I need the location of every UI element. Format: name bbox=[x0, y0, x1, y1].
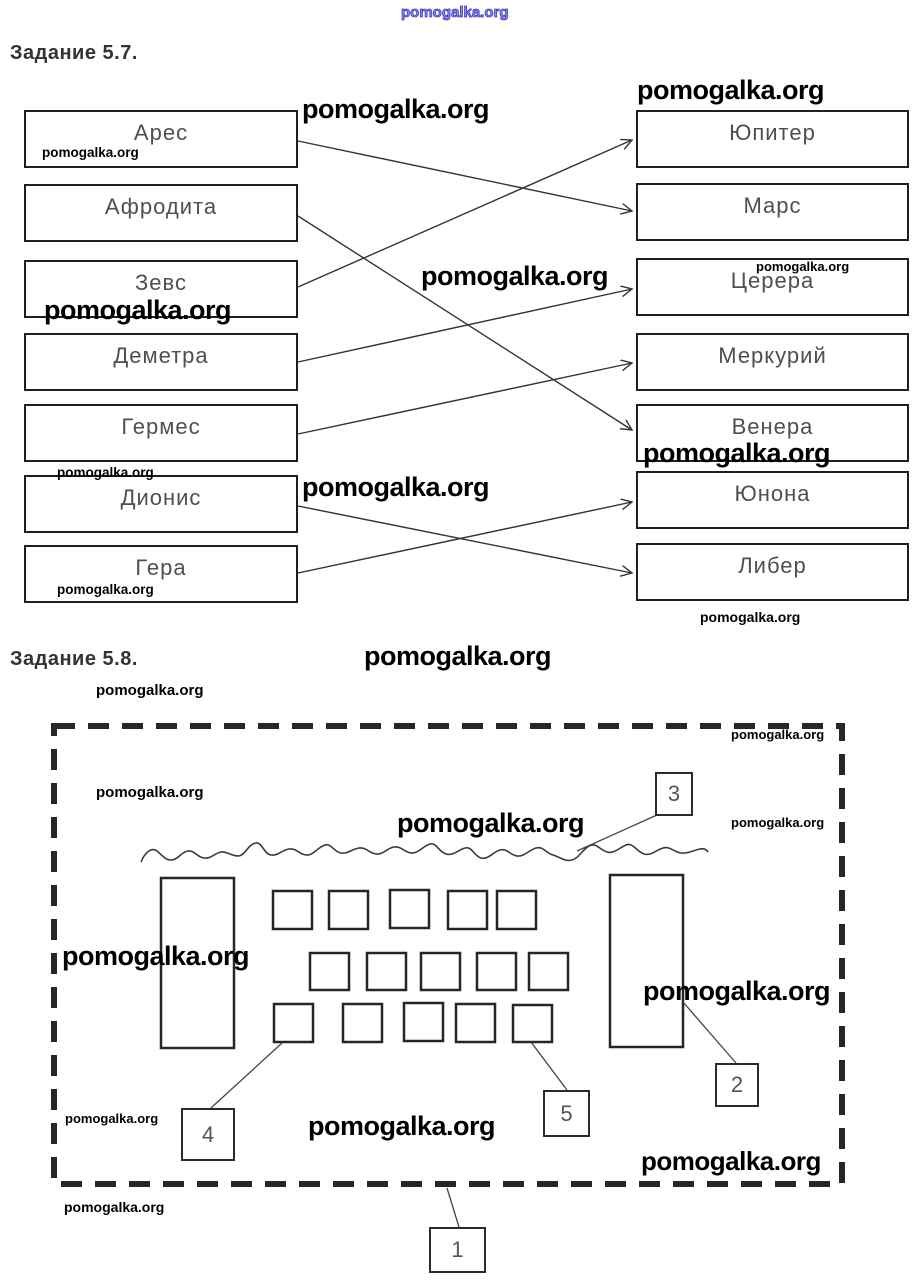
watermark: pomogalka.org bbox=[308, 1111, 496, 1141]
marker-label: 2 bbox=[730, 1072, 744, 1097]
god-label: Зевс bbox=[135, 270, 187, 295]
god-label: Венера bbox=[731, 414, 814, 439]
callout-line-1 bbox=[446, 1187, 460, 1228]
marker-box-5: 5 bbox=[543, 1090, 590, 1137]
watermark: pomogalka.org bbox=[302, 472, 490, 502]
watermark: pomogalka.org bbox=[64, 1199, 165, 1215]
seat-square bbox=[272, 1002, 315, 1044]
watermark: pomogalka.org bbox=[57, 582, 154, 597]
marker-label: 5 bbox=[560, 1100, 573, 1126]
callout-line-4 bbox=[210, 1042, 283, 1109]
seat-square bbox=[402, 1001, 445, 1043]
watermark: pomogalka.org bbox=[756, 259, 850, 274]
match-line-hera-juno bbox=[297, 502, 632, 574]
greek-god-box-aphrodite: Афродита bbox=[24, 184, 298, 242]
god-label: Либер bbox=[738, 553, 807, 578]
seat-square bbox=[341, 1002, 384, 1044]
seat-square bbox=[365, 951, 408, 992]
seat-square bbox=[308, 951, 351, 992]
task-5-8-title: Задание 5.8. bbox=[10, 648, 138, 670]
greek-god-box-demeter: Деметра bbox=[24, 333, 298, 391]
roman-god-box-jupiter: Юпитер bbox=[636, 110, 909, 168]
god-label: Юпитер bbox=[729, 120, 816, 145]
seat-square bbox=[475, 951, 518, 992]
match-line-demeter-ceres bbox=[297, 289, 632, 363]
god-label: Марс bbox=[743, 193, 802, 218]
greek-god-box-ares: Арес bbox=[24, 110, 298, 168]
watermark: pomogalka.org bbox=[643, 976, 831, 1006]
marker-label: 4 bbox=[201, 1121, 215, 1147]
watermark: pomogalka.org bbox=[401, 4, 509, 21]
seat-square bbox=[454, 1002, 497, 1044]
watermark: pomogalka.org bbox=[96, 682, 204, 699]
watermark: pomogalka.org bbox=[643, 438, 831, 468]
watermark: pomogalka.org bbox=[364, 641, 552, 671]
watermark: pomogalka.org bbox=[44, 295, 232, 325]
marker-box-2: 2 bbox=[715, 1063, 759, 1107]
marker-box-1: 1 bbox=[429, 1227, 486, 1273]
seat-square bbox=[271, 889, 314, 931]
right-tall-rect bbox=[608, 873, 685, 1049]
left-tall-rect bbox=[159, 876, 236, 1050]
plan-shapes-group bbox=[159, 873, 685, 1050]
seat-square bbox=[388, 888, 431, 930]
roman-god-box-liber: Либер bbox=[636, 543, 909, 601]
greek-god-box-hermes: Гермес bbox=[24, 404, 298, 462]
callout-line-2 bbox=[682, 1001, 737, 1064]
callout-line-3 bbox=[576, 814, 658, 852]
watermark: pomogalka.org bbox=[397, 808, 585, 838]
seat-square bbox=[446, 889, 489, 931]
wavy-line bbox=[140, 842, 709, 863]
task-5-7-title: Задание 5.7. bbox=[10, 42, 138, 64]
seat-square bbox=[495, 889, 538, 931]
god-label: Меркурий bbox=[718, 343, 827, 368]
watermark: pomogalka.org bbox=[57, 465, 154, 480]
greek-god-box-dionysus: Дионис bbox=[24, 475, 298, 533]
god-label: Афродита bbox=[104, 194, 218, 219]
watermark: pomogalka.org bbox=[641, 1146, 821, 1176]
match-line-aphrodite-venus bbox=[297, 215, 632, 430]
watermark: pomogalka.org bbox=[96, 784, 204, 801]
greek-god-box-zeus: Зевс bbox=[24, 260, 298, 318]
watermark: pomogalka.org bbox=[637, 75, 825, 105]
watermark: pomogalka.org bbox=[731, 727, 825, 742]
roman-god-box-venus: Венера bbox=[636, 404, 909, 462]
watermark: pomogalka.org bbox=[302, 94, 490, 124]
match-line-hermes-mercury bbox=[297, 363, 632, 435]
marker-box-4: 4 bbox=[181, 1108, 235, 1161]
watermark: pomogalka.org bbox=[421, 261, 609, 291]
roman-god-box-mars: Марс bbox=[636, 183, 909, 241]
watermark: pomogalka.org bbox=[731, 815, 825, 830]
watermark: pomogalka.org bbox=[700, 609, 801, 625]
match-lines-group bbox=[297, 140, 632, 574]
god-label: Арес bbox=[133, 120, 189, 145]
callout-line-5 bbox=[530, 1041, 568, 1091]
god-label: Гермес bbox=[121, 414, 201, 439]
greek-god-box-hera: Гера bbox=[24, 545, 298, 603]
god-label: Гера bbox=[135, 555, 187, 580]
watermark: pomogalka.org bbox=[42, 145, 139, 160]
seat-square bbox=[511, 1003, 554, 1044]
dashed-boundary bbox=[51, 723, 845, 1187]
god-label: Дионис bbox=[120, 485, 202, 510]
god-label: Юнона bbox=[734, 481, 811, 506]
match-line-zeus-jupiter bbox=[297, 140, 632, 288]
roman-god-box-juno: Юнона bbox=[636, 471, 909, 529]
callout-lines-group bbox=[210, 814, 737, 1228]
match-line-ares-mars bbox=[297, 140, 632, 211]
marker-label: 1 bbox=[451, 1237, 464, 1262]
seat-square bbox=[419, 951, 462, 992]
seat-square bbox=[327, 889, 370, 931]
marker-box-3: 3 bbox=[655, 772, 693, 816]
marker-label: 3 bbox=[667, 781, 681, 806]
watermark: pomogalka.org bbox=[65, 1111, 159, 1126]
god-label: Деметра bbox=[113, 343, 209, 368]
seat-square bbox=[527, 951, 570, 992]
god-label: Церера bbox=[730, 268, 815, 293]
watermark: pomogalka.org bbox=[62, 941, 250, 971]
roman-god-box-mercury: Меркурий bbox=[636, 333, 909, 391]
roman-god-box-ceres: Церера bbox=[636, 258, 909, 316]
match-line-dionysus-liber bbox=[297, 505, 632, 573]
